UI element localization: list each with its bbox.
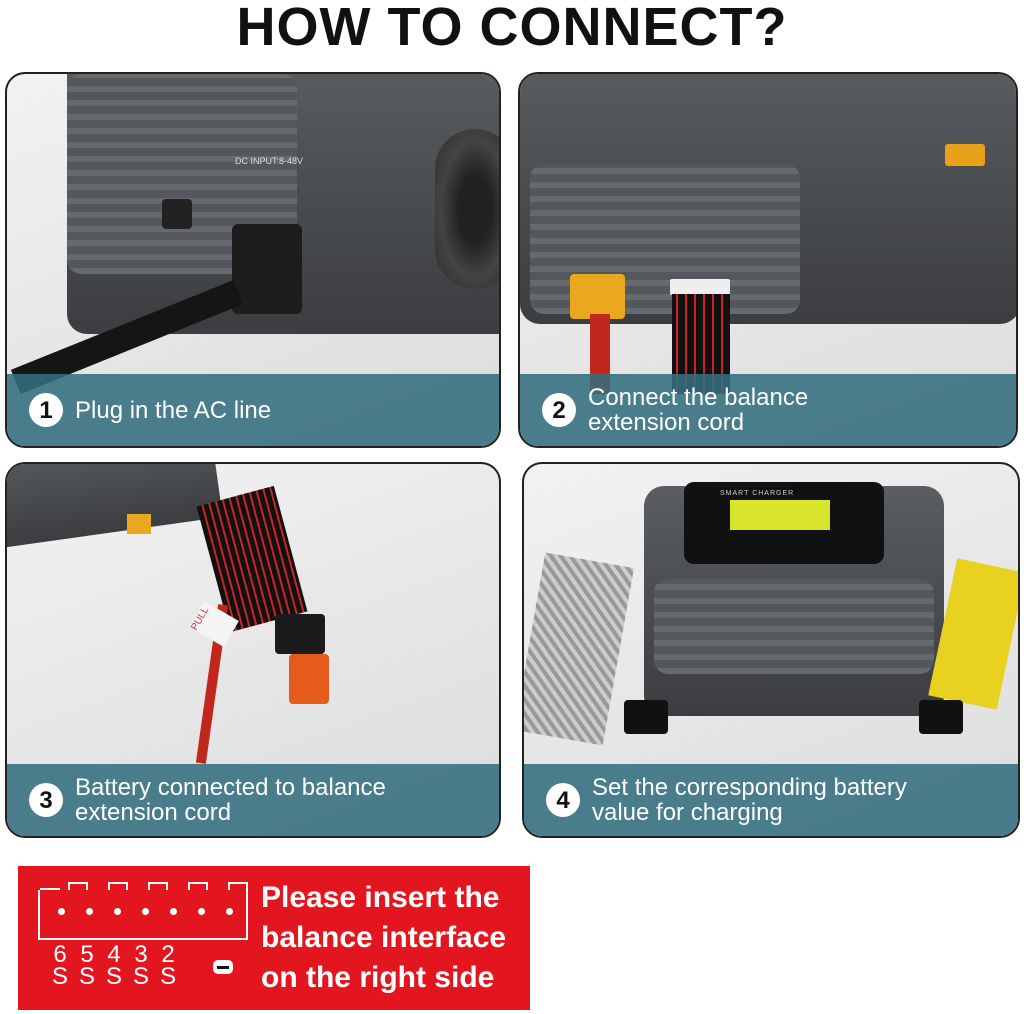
balance-connector-diagram bbox=[38, 882, 248, 940]
step-3-caption: 3 Battery connected to balance extension… bbox=[7, 764, 499, 836]
balance-cord-photo bbox=[520, 74, 1016, 446]
step-2-panel: 2 Connect the balance extension cord bbox=[518, 72, 1018, 448]
step-1-caption: 1 Plug in the AC line bbox=[7, 374, 499, 446]
step-4-panel: SMART CHARGER 4 Set the corresponding ba… bbox=[522, 462, 1020, 838]
note-text: Please insert the balance interface on t… bbox=[261, 878, 506, 998]
battery-connection-photo: PULL bbox=[7, 464, 499, 836]
step-caption-text: Connect the balance extension cord bbox=[588, 384, 809, 436]
step-number-badge: 4 bbox=[546, 783, 580, 817]
charger-setup-photo: SMART CHARGER bbox=[524, 464, 1018, 836]
step-3-panel: PULL 3 Battery connected to balance exte… bbox=[5, 462, 501, 838]
page-title: HOW TO CONNECT? bbox=[236, 0, 788, 57]
step-caption-text: Battery connected to balance extension c… bbox=[75, 774, 386, 826]
step-number-badge: 2 bbox=[542, 393, 576, 427]
step-caption-text: Plug in the AC line bbox=[75, 396, 272, 424]
step-number-badge: 1 bbox=[29, 393, 63, 427]
step-4-caption: 4 Set the corresponding battery value fo… bbox=[524, 764, 1018, 836]
charger-brand-label: SMART CHARGER bbox=[720, 490, 795, 497]
step-caption-text: Set the corresponding battery value for … bbox=[592, 774, 907, 826]
note-line: on the right side bbox=[261, 961, 495, 994]
step-number-badge: 3 bbox=[29, 783, 63, 817]
step-2-caption: 2 Connect the balance extension cord bbox=[520, 374, 1016, 446]
note-line: balance interface bbox=[261, 921, 507, 954]
step-1-panel: DC INPUT:8-48V 1 Plug in the AC line bbox=[5, 72, 501, 448]
ac-plug-photo: DC INPUT:8-48V bbox=[7, 74, 499, 446]
dc-input-label: DC INPUT:8-48V bbox=[235, 156, 304, 166]
note-line: Please insert the bbox=[261, 881, 500, 914]
negative-pin-icon bbox=[213, 960, 233, 974]
